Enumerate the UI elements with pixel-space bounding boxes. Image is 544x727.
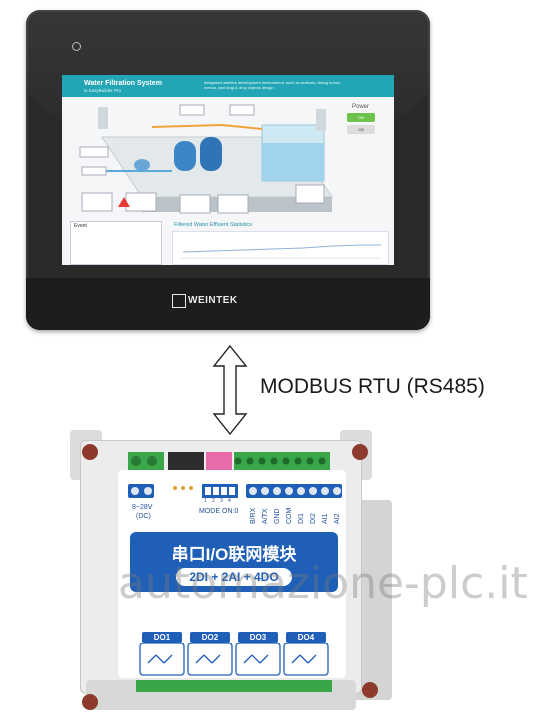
mode-label: MODE (199, 508, 220, 515)
top-terminal-screws (131, 456, 326, 466)
module-hardware (82, 444, 378, 710)
module-spec: 2DI + 2AI + 4DO (176, 568, 292, 586)
module-top-controls (128, 484, 342, 498)
protocol-label: MODBUS RTU (RS485) (260, 375, 485, 398)
terminal-label: AI1 (322, 513, 329, 524)
statistics-label: Filtered Water Effluent Statistics (174, 222, 252, 228)
off-button[interactable]: Off (347, 125, 375, 134)
output-label: DO2 (190, 632, 230, 643)
on-button[interactable]: ON (347, 113, 375, 122)
dip-number-row: 1 2 3 4 (202, 498, 242, 508)
plant-illustration (79, 104, 333, 214)
weintek-logo-icon (172, 294, 186, 308)
event-label: Event (74, 223, 87, 229)
screen-header (62, 75, 394, 97)
bidirectional-arrow-icon (212, 344, 248, 436)
power-range-label: 8~28V (132, 504, 153, 511)
terminal-label: GND (274, 508, 281, 524)
dip-number: 2 (212, 498, 215, 504)
hmi-screen: Water Filtration System in EasyBuilder P… (62, 75, 394, 265)
power-label: Power (352, 104, 370, 110)
output-label: DO3 (238, 632, 278, 643)
terminal-label: COM (286, 507, 293, 524)
terminal-label: DI2 (310, 513, 317, 524)
brand-label: WEINTEK (188, 295, 238, 306)
dip-number: 1 (204, 498, 207, 504)
terminal-label: AI2 (334, 513, 341, 524)
relay-symbols (139, 643, 329, 676)
screen-description: Integrated weintek development environme… (204, 80, 341, 90)
screen-title: Water Filtration System (84, 80, 162, 87)
terminal-label: B/RX (250, 507, 257, 524)
terminal-label: A/TX (262, 508, 269, 524)
statistics-panel (172, 231, 389, 265)
output-label: DO1 (142, 632, 182, 643)
terminal-label: DI1 (298, 513, 305, 524)
hmi-bottom-bezel (26, 278, 430, 330)
power-icon (72, 42, 81, 51)
dip-on-label: ON:0 (222, 508, 239, 515)
power-type-label: (DC) (136, 513, 151, 520)
statistics-trend-line (181, 244, 381, 259)
output-label: DO4 (286, 632, 326, 643)
watermark: automazione-plc.it (118, 558, 528, 609)
terminal-label-row: B/RX A/TX GND COM DI1 DI2 AI1 AI2 (248, 500, 348, 530)
dip-number: 4 (228, 498, 231, 504)
screen-subtitle: in EasyBuilder Pro (84, 88, 122, 93)
dip-number: 3 (220, 498, 223, 504)
event-panel (70, 221, 162, 265)
module-title: 串口I/O联网模块 (171, 545, 297, 564)
